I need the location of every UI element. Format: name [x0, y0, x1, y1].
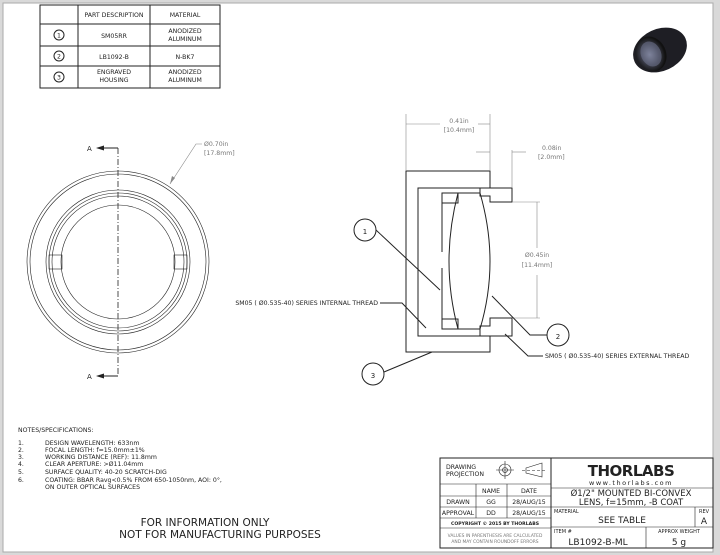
- projection-symbol-icon: [496, 461, 546, 479]
- note-text: COATING: BBAR Ravg<0.5% FROM 650-1050nm,…: [45, 476, 222, 484]
- outer-diameter-mm: [17.8mm]: [204, 150, 235, 157]
- title-block: DRAWING PROJECTION NAME DATE DRAWN GG 28…: [439, 457, 714, 549]
- balloon-3-label: 3: [371, 372, 375, 380]
- projection-label: PROJECTION: [446, 471, 484, 478]
- weight-label: APPROX WEIGHT: [658, 529, 701, 535]
- lens-cross-section: [448, 192, 491, 330]
- balloon-3: [361, 362, 385, 386]
- part-description: LB1092-B: [99, 54, 129, 61]
- rev-label: REV: [699, 509, 710, 515]
- external-thread-note: SM05 ( Ø0.535-40) SERIES EXTERNAL THREAD: [545, 352, 689, 360]
- approval-label: APPROVAL: [442, 510, 475, 517]
- material-label: MATERIAL: [554, 509, 579, 515]
- note-number: 3.: [18, 454, 24, 461]
- aperture-diameter-mm: [11.4mm]: [522, 262, 553, 269]
- section-label-bottom: A: [87, 373, 92, 381]
- material: ANODIZED: [168, 69, 201, 76]
- item-number: 1: [57, 33, 61, 40]
- length-mm: [10.4mm]: [444, 127, 475, 134]
- website: www.thorlabs.com: [589, 479, 673, 487]
- drawn-label: DRAWN: [446, 499, 470, 506]
- thread-length-in: 0.08in: [542, 145, 561, 152]
- aperture-diameter-in: Ø0.45in: [525, 251, 549, 259]
- date-header: DATE: [521, 488, 537, 495]
- note-text: FOCAL LENGTH: f=15.0mm±1%: [45, 447, 145, 454]
- thread-length-mm: [2.0mm]: [538, 154, 565, 161]
- item-label: ITEM #: [554, 529, 572, 535]
- material: ALUMINUM: [168, 77, 202, 84]
- note-number: 5.: [18, 469, 24, 476]
- item-number: 2: [57, 54, 61, 61]
- values-note: VALUES IN PARENTHESIS ARE CALCULATED: [448, 533, 543, 539]
- note-number: 1.: [18, 440, 24, 447]
- part-description: SM05RR: [101, 33, 127, 40]
- item-value: LB1092-B-ML: [568, 538, 627, 548]
- note-text: SURFACE QUALITY: 40-20 SCRATCH-DIG: [45, 469, 167, 476]
- material-value: SEE TABLE: [598, 516, 646, 526]
- note-text: ON OUTER OPTICAL SURFACES: [45, 484, 140, 491]
- weight-value: 5 g: [672, 538, 686, 548]
- item-balloon: [53, 29, 65, 41]
- note-number: 4.: [18, 461, 24, 468]
- approval-name: DD: [486, 510, 496, 517]
- note-text: WORKING DISTANCE (REF): 11.8mm: [45, 454, 157, 461]
- thorlabs-logo: THORLABS: [588, 462, 675, 480]
- balloon-2-label: 2: [556, 333, 560, 341]
- material: ANODIZED: [168, 28, 201, 35]
- disclaimer-line-2: NOT FOR MANUFACTURING PURPOSES: [119, 529, 321, 541]
- note-text: DESIGN WAVELENGTH: 633nm: [45, 440, 139, 447]
- projection-label: DRAWING: [446, 464, 476, 471]
- internal-thread-note: SM05 ( Ø0.535-40) SERIES INTERNAL THREAD: [235, 299, 378, 307]
- section-view: 0.41in [10.4mm] 0.08in [2.0mm] Ø0.45in […: [235, 114, 689, 386]
- drawing-title: Ø1/2" MOUNTED BI-CONVEX: [571, 488, 692, 499]
- part-description: ENGRAVED: [97, 69, 131, 76]
- material: ALUMINUM: [168, 36, 202, 43]
- item-number: 3: [57, 75, 61, 82]
- notes-title: NOTES/SPECIFICATIONS:: [18, 427, 94, 434]
- product-photo: [633, 27, 687, 73]
- parts-table: PART DESCRIPTION MATERIAL 1 SM05RR ANODI…: [39, 4, 221, 89]
- note-text: CLEAR APERTURE: >Ø11.04mm: [45, 460, 143, 468]
- copyright: COPYRIGHT © 2015 BY THORLABS: [451, 521, 539, 527]
- approval-date: 28/AUG/15: [512, 510, 546, 517]
- balloon-1-label: 1: [363, 228, 367, 236]
- item-balloon: [53, 50, 65, 62]
- header-material: MATERIAL: [170, 12, 201, 19]
- rev-value: A: [701, 517, 708, 527]
- note-number: 6.: [18, 477, 24, 484]
- disclaimer-line-1: FOR INFORMATION ONLY: [141, 517, 270, 529]
- drawn-name: GG: [486, 499, 496, 506]
- values-note: AND MAY CONTAIN ROUNDOFF ERRORS: [451, 539, 538, 545]
- notes: NOTES/SPECIFICATIONS: 1. DESIGN WAVELENG…: [18, 427, 222, 491]
- name-header: NAME: [482, 488, 500, 495]
- header-part-description: PART DESCRIPTION: [84, 12, 143, 19]
- outer-diameter-in: Ø0.70in: [204, 140, 228, 148]
- item-balloon: [53, 71, 65, 83]
- part-description: HOUSING: [99, 77, 128, 84]
- drawn-date: 28/AUG/15: [512, 499, 546, 506]
- length-in: 0.41in: [449, 118, 468, 125]
- section-label-top: A: [87, 145, 92, 153]
- material: N-BK7: [176, 54, 195, 61]
- drawing-title: LENS, f=15mm, -B COAT: [579, 498, 684, 508]
- note-number: 2.: [18, 447, 24, 454]
- front-view: A A Ø0.70in [17.8mm]: [26, 140, 235, 381]
